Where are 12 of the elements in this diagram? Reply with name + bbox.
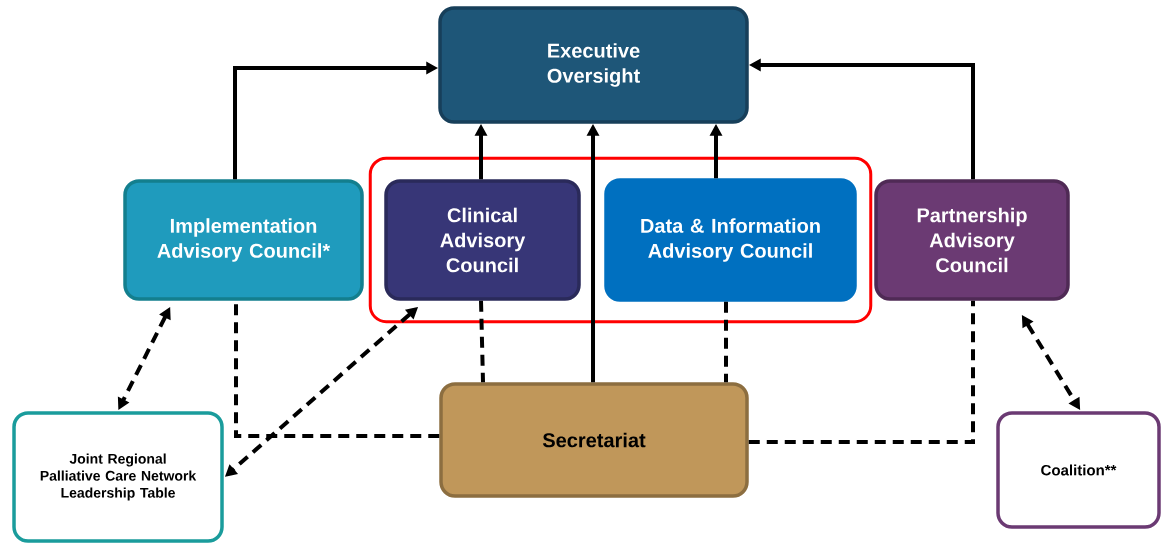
council-box: Partnership Advisory Council xyxy=(874,179,1070,301)
process-box: Coalition** xyxy=(996,411,1161,529)
group-outline xyxy=(368,156,873,324)
connector-line xyxy=(479,300,485,383)
process-box: Executive Oversight xyxy=(438,6,749,124)
council-box: Data & Information Advisory Council xyxy=(604,178,857,302)
process-box: Joint Regional Palliative Care Network Leadership Table xyxy=(12,411,224,543)
connector-line xyxy=(748,300,975,444)
council-box: Implementation Advisory Council* xyxy=(123,179,364,301)
connector-line xyxy=(724,301,728,383)
process-box: Secretariat xyxy=(439,382,749,498)
council-box: Clinical Advisory Council xyxy=(384,179,581,301)
